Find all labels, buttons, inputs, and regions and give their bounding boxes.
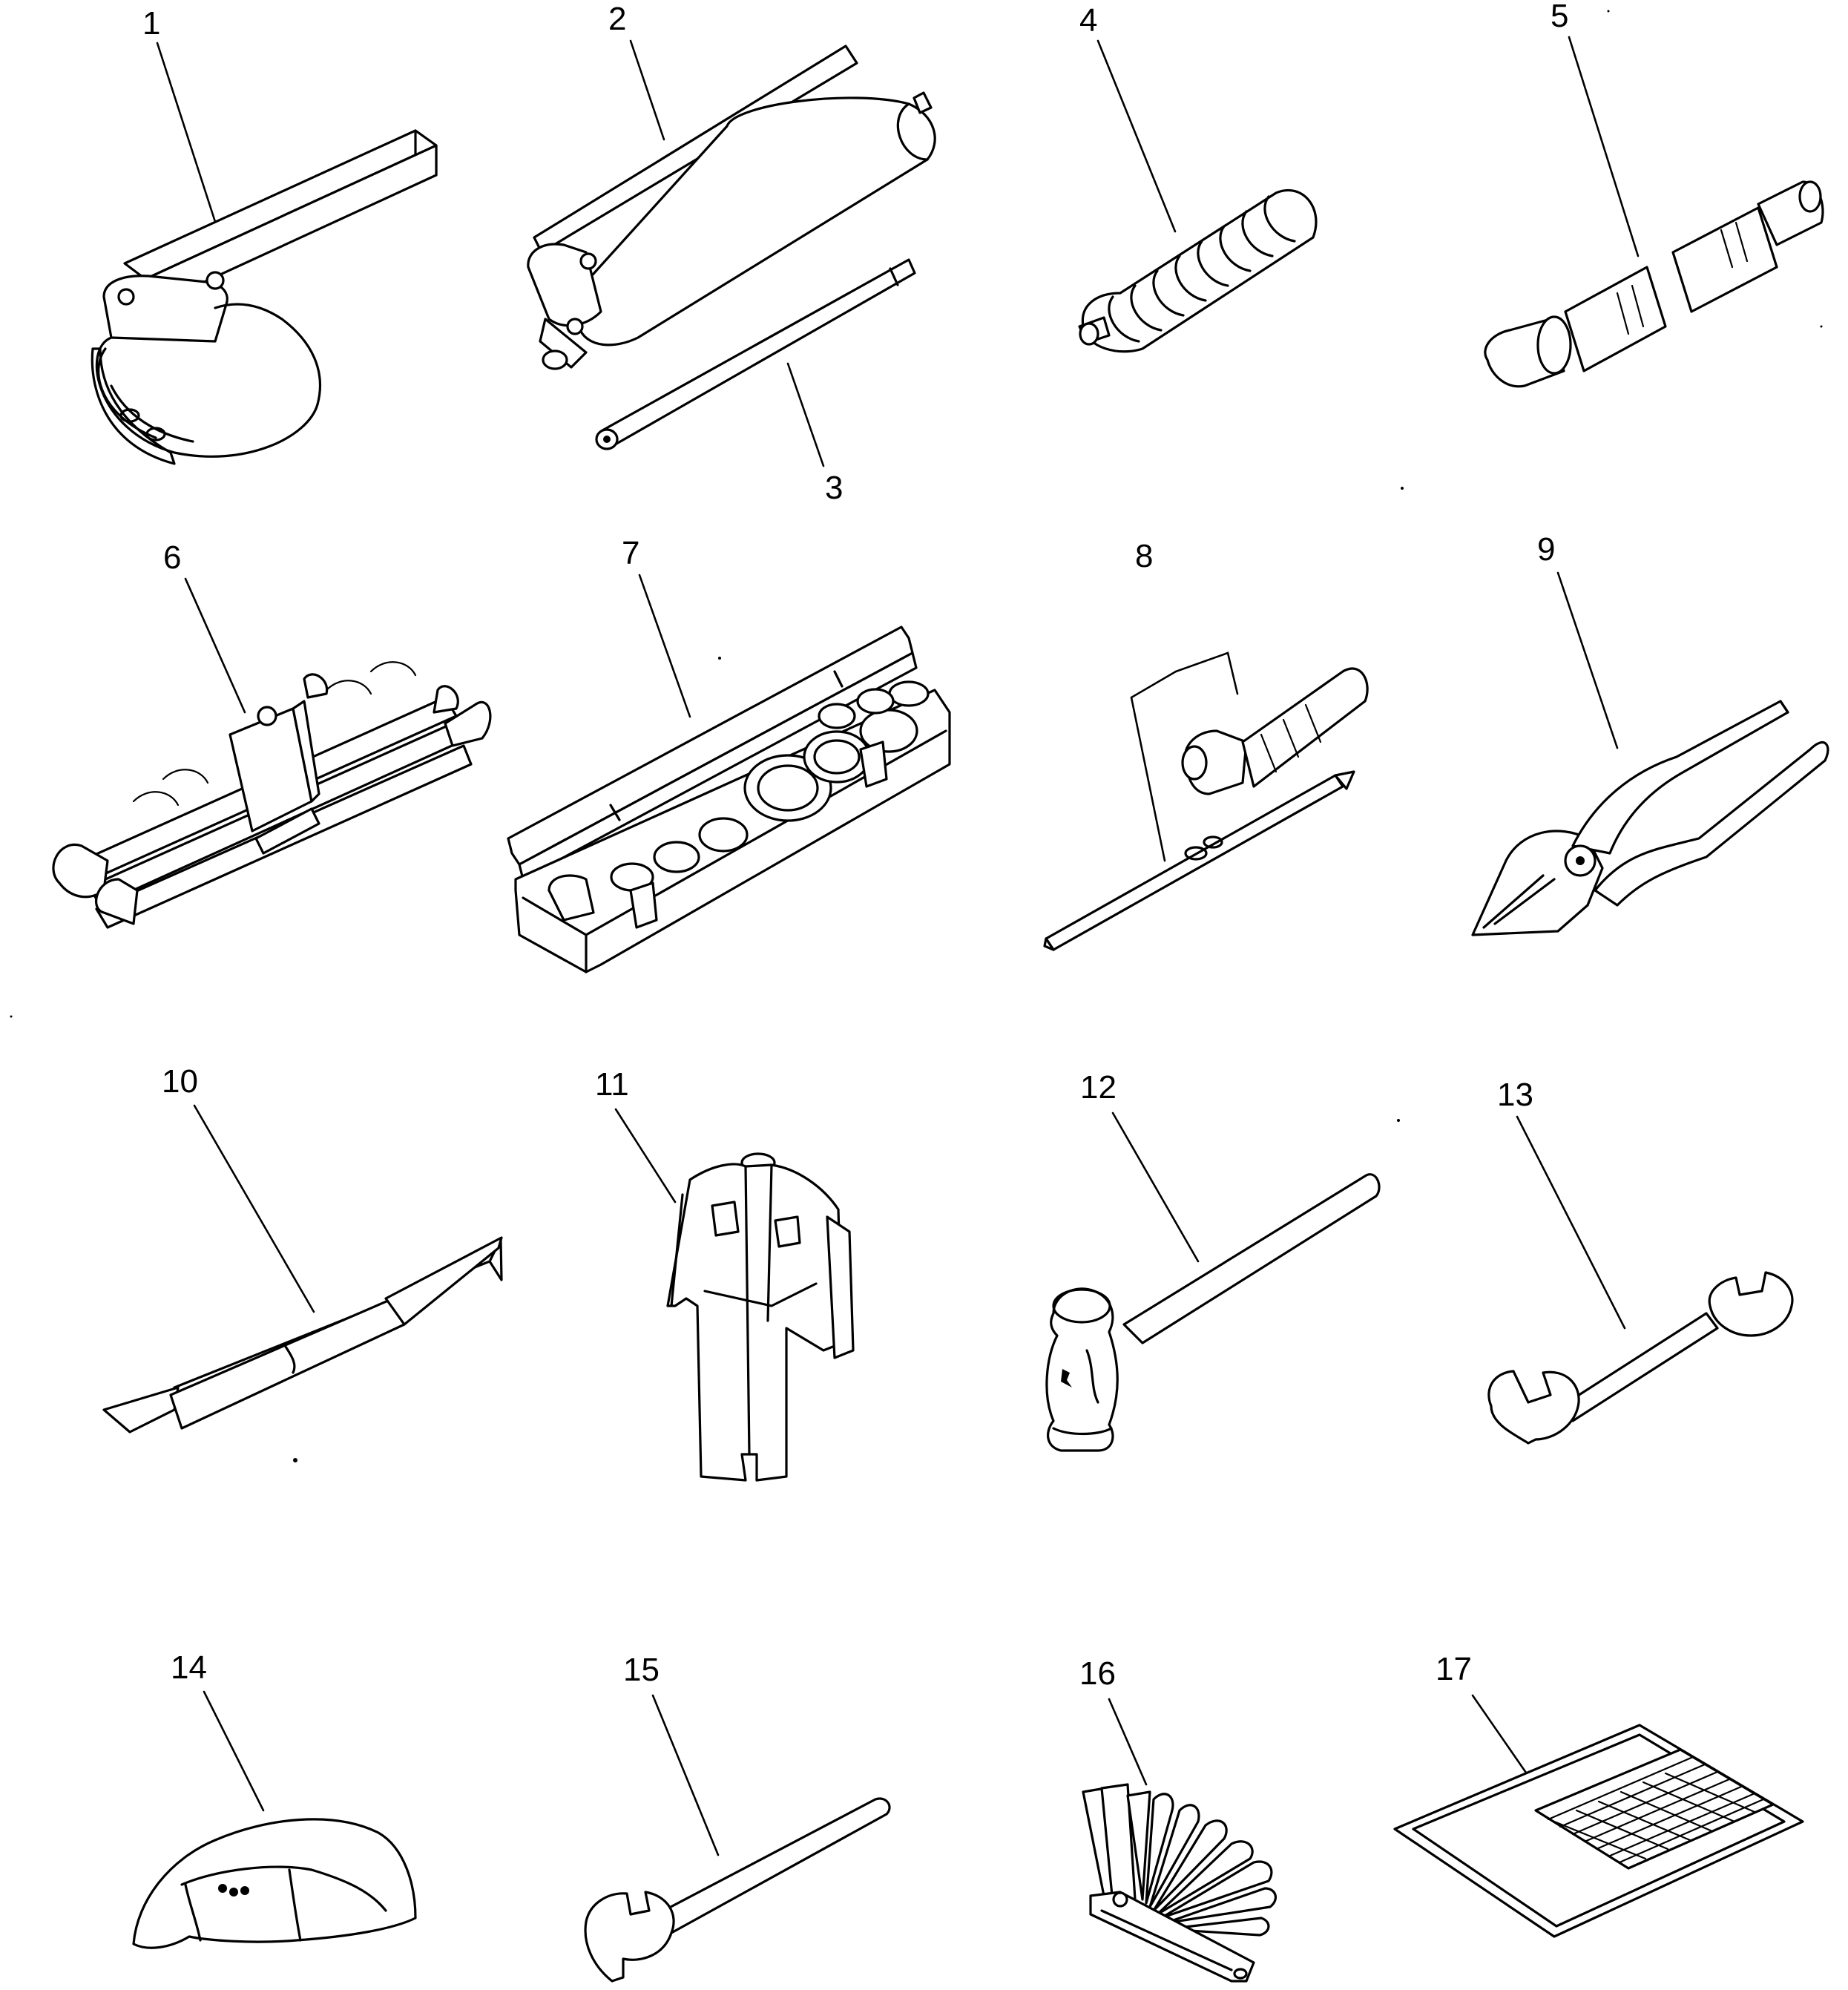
part-label-2: 2 xyxy=(608,1,626,37)
stray-dot xyxy=(10,1015,13,1018)
leader-line-3 xyxy=(786,362,825,467)
stray-dot xyxy=(1401,487,1404,490)
part-10-pry-bar: 10 xyxy=(102,1063,503,1462)
part-label-9: 9 xyxy=(1537,531,1555,568)
part-4-bellows: 4 xyxy=(1078,2,1318,353)
part-label-12: 12 xyxy=(1080,1069,1117,1106)
part-label-14: 14 xyxy=(171,1649,207,1686)
part-label-5: 5 xyxy=(1551,0,1568,34)
part-label-8: 8 xyxy=(1135,538,1153,574)
part-label-6: 6 xyxy=(163,539,181,576)
part-label-13: 13 xyxy=(1497,1077,1533,1113)
leader-line-1 xyxy=(156,42,218,228)
leader-line-6 xyxy=(184,577,246,714)
part-11-coveralls: 11 xyxy=(595,1066,855,1482)
part-1-filter-wrench: 1 xyxy=(91,5,438,465)
part-12-hammer: 12 xyxy=(1045,1069,1381,1452)
stray-dot xyxy=(1607,10,1610,13)
part-7-socket-set-case: 7 xyxy=(507,535,951,973)
part-label-3: 3 xyxy=(825,470,843,506)
stray-dot xyxy=(1397,1119,1400,1122)
leader-line-13 xyxy=(1516,1115,1626,1330)
leader-line-12 xyxy=(1111,1111,1200,1263)
leader-line-15 xyxy=(651,1694,720,1856)
leader-line-17 xyxy=(1471,1694,1536,1786)
leader-line-8 xyxy=(1130,670,1177,862)
part-label-17: 17 xyxy=(1436,1651,1472,1687)
part-13-open-end-wrench: 13 xyxy=(1487,1077,1794,1445)
leader-line-9 xyxy=(1556,571,1619,749)
leader-line-4 xyxy=(1096,39,1177,233)
leader-line-7 xyxy=(638,574,691,718)
leader-line-10 xyxy=(193,1104,315,1313)
part-8-screwdriver-set: 8 xyxy=(1043,538,1369,951)
stray-dot xyxy=(1820,325,1823,328)
part-label-4: 4 xyxy=(1079,2,1097,39)
part-label-1: 1 xyxy=(142,5,160,42)
part-15-spanner: 15 xyxy=(584,1652,891,1983)
part-2-grease-gun: 2 xyxy=(527,1,936,370)
part-9-pliers: 9 xyxy=(1471,531,1829,936)
part-label-11: 11 xyxy=(595,1066,629,1103)
part-17-manual: 17 xyxy=(1393,1651,1804,1938)
part-label-16: 16 xyxy=(1079,1655,1116,1692)
leader-line-14 xyxy=(203,1690,265,1812)
part-14-cap: 14 xyxy=(132,1649,417,1949)
part-16-feeler-gauge: 16 xyxy=(1079,1655,1278,1983)
part-label-10: 10 xyxy=(162,1063,198,1100)
leader-line-16 xyxy=(1108,1698,1148,1786)
stray-dot xyxy=(718,657,721,660)
part-3-extension-pipe: 3 xyxy=(595,258,916,506)
part-5-threaded-adjuster: 5 xyxy=(1484,0,1824,388)
leader-line-2 xyxy=(629,39,665,141)
part-6-wrench-set: 6 xyxy=(52,539,492,929)
part-label-7: 7 xyxy=(622,535,639,571)
part-label-15: 15 xyxy=(623,1652,660,1688)
leader-line-5 xyxy=(1568,36,1640,257)
leader-line-11 xyxy=(614,1108,677,1203)
